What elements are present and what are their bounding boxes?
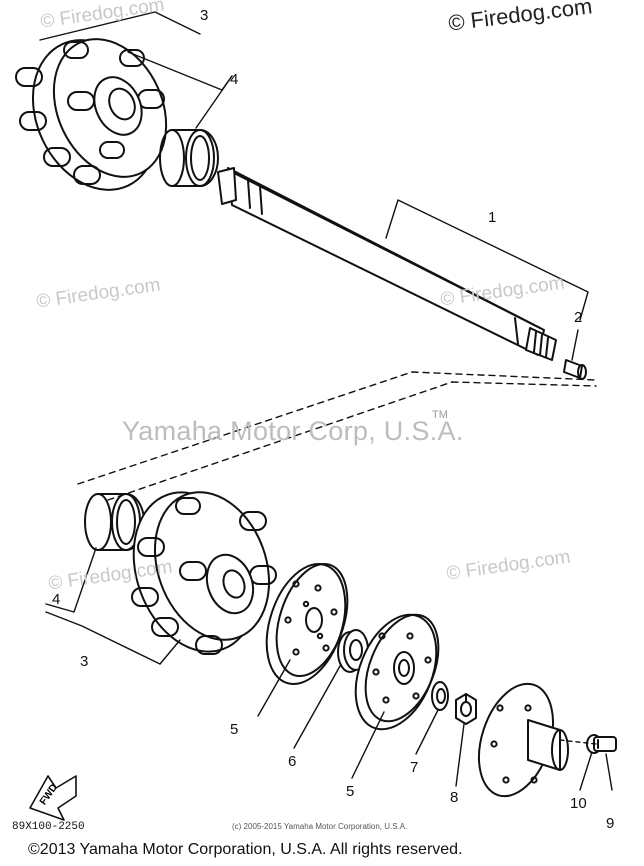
callout-bushing-top: 4 — [230, 71, 239, 88]
callout-bushing-bottom: 4 — [52, 591, 61, 608]
nut — [455, 693, 477, 725]
leader-lines — [39, 11, 613, 791]
callout-sprocket-top: 3 — [200, 7, 209, 24]
hub-flange — [478, 682, 569, 798]
shaft-plug — [563, 359, 587, 380]
callout-bolt: 9 — [606, 815, 615, 832]
footer-copyright: ©2013 Yamaha Motor Corporation, U.S.A. A… — [28, 841, 463, 858]
upper-bushing — [159, 129, 219, 187]
callout-bearing: 6 — [288, 753, 297, 770]
callout-washer: 7 — [410, 759, 419, 776]
callout-plate-left: 5 — [230, 721, 239, 738]
small-copyright: (c) 2005-2015 Yamaha Motor Corporation, … — [232, 822, 408, 831]
fwd-arrow — [29, 775, 77, 821]
watermark-tm: TM — [432, 409, 448, 421]
callout-hub: 10 — [570, 795, 587, 812]
callout-shaft: 1 — [488, 209, 497, 226]
callout-sprocket-bottom: 3 — [80, 653, 89, 670]
drive-shaft — [217, 167, 557, 361]
washer — [431, 681, 449, 711]
callout-plug: 2 — [574, 309, 583, 326]
diagram-code: 89X100-2250 — [12, 821, 85, 833]
lower-sprocket — [131, 491, 277, 655]
watermark-center: Yamaha Motor Corp, U.S.A. — [122, 416, 464, 446]
left-plate — [265, 562, 349, 686]
right-plate — [354, 613, 440, 731]
upper-sprocket — [15, 38, 168, 191]
callout-nut: 8 — [450, 789, 459, 806]
callout-plate-right: 5 — [346, 783, 355, 800]
